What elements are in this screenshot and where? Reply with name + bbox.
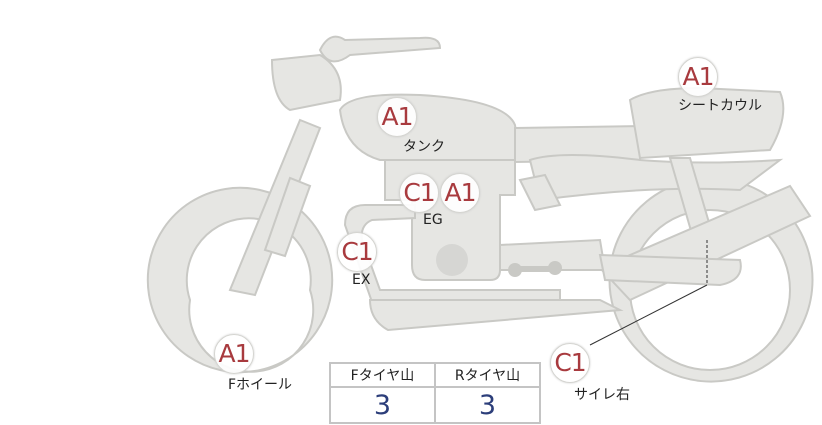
- label-engine: EG: [423, 212, 443, 228]
- damage-marker-tank[interactable]: A1: [377, 97, 417, 137]
- front-fork: [228, 118, 322, 297]
- label-exhaust: EX: [352, 272, 371, 288]
- front-tire-value: 3: [329, 386, 436, 424]
- front-tire-header: Fタイヤ山: [329, 362, 436, 388]
- label-seat-cowl: シートカウル: [678, 98, 762, 114]
- tire-tread-table: Fタイヤ山 Rタイヤ山 3 3: [329, 362, 541, 424]
- seat-cowl: [628, 86, 785, 160]
- label-silencer-right: サイレ右: [574, 387, 630, 403]
- rear-tire-value: 3: [434, 386, 541, 424]
- damage-marker-exhaust[interactable]: C1: [337, 232, 377, 272]
- headlight: [270, 53, 342, 112]
- label-tank: タンク: [403, 139, 445, 155]
- damage-marker-seat-cowl[interactable]: A1: [678, 57, 718, 97]
- label-front-wheel: Fホイール: [228, 377, 293, 393]
- engine-cover: [436, 244, 468, 276]
- handlebar: [318, 35, 442, 63]
- damage-marker-silencer-right[interactable]: C1: [550, 343, 590, 383]
- rear-frame: [528, 154, 784, 202]
- rear-tire-header: Rタイヤ山: [434, 362, 541, 388]
- damage-marker-engine-a1[interactable]: A1: [440, 173, 480, 213]
- damage-marker-engine-c1[interactable]: C1: [399, 173, 439, 213]
- damage-marker-front-wheel[interactable]: A1: [214, 334, 254, 374]
- swingarm: [598, 253, 742, 287]
